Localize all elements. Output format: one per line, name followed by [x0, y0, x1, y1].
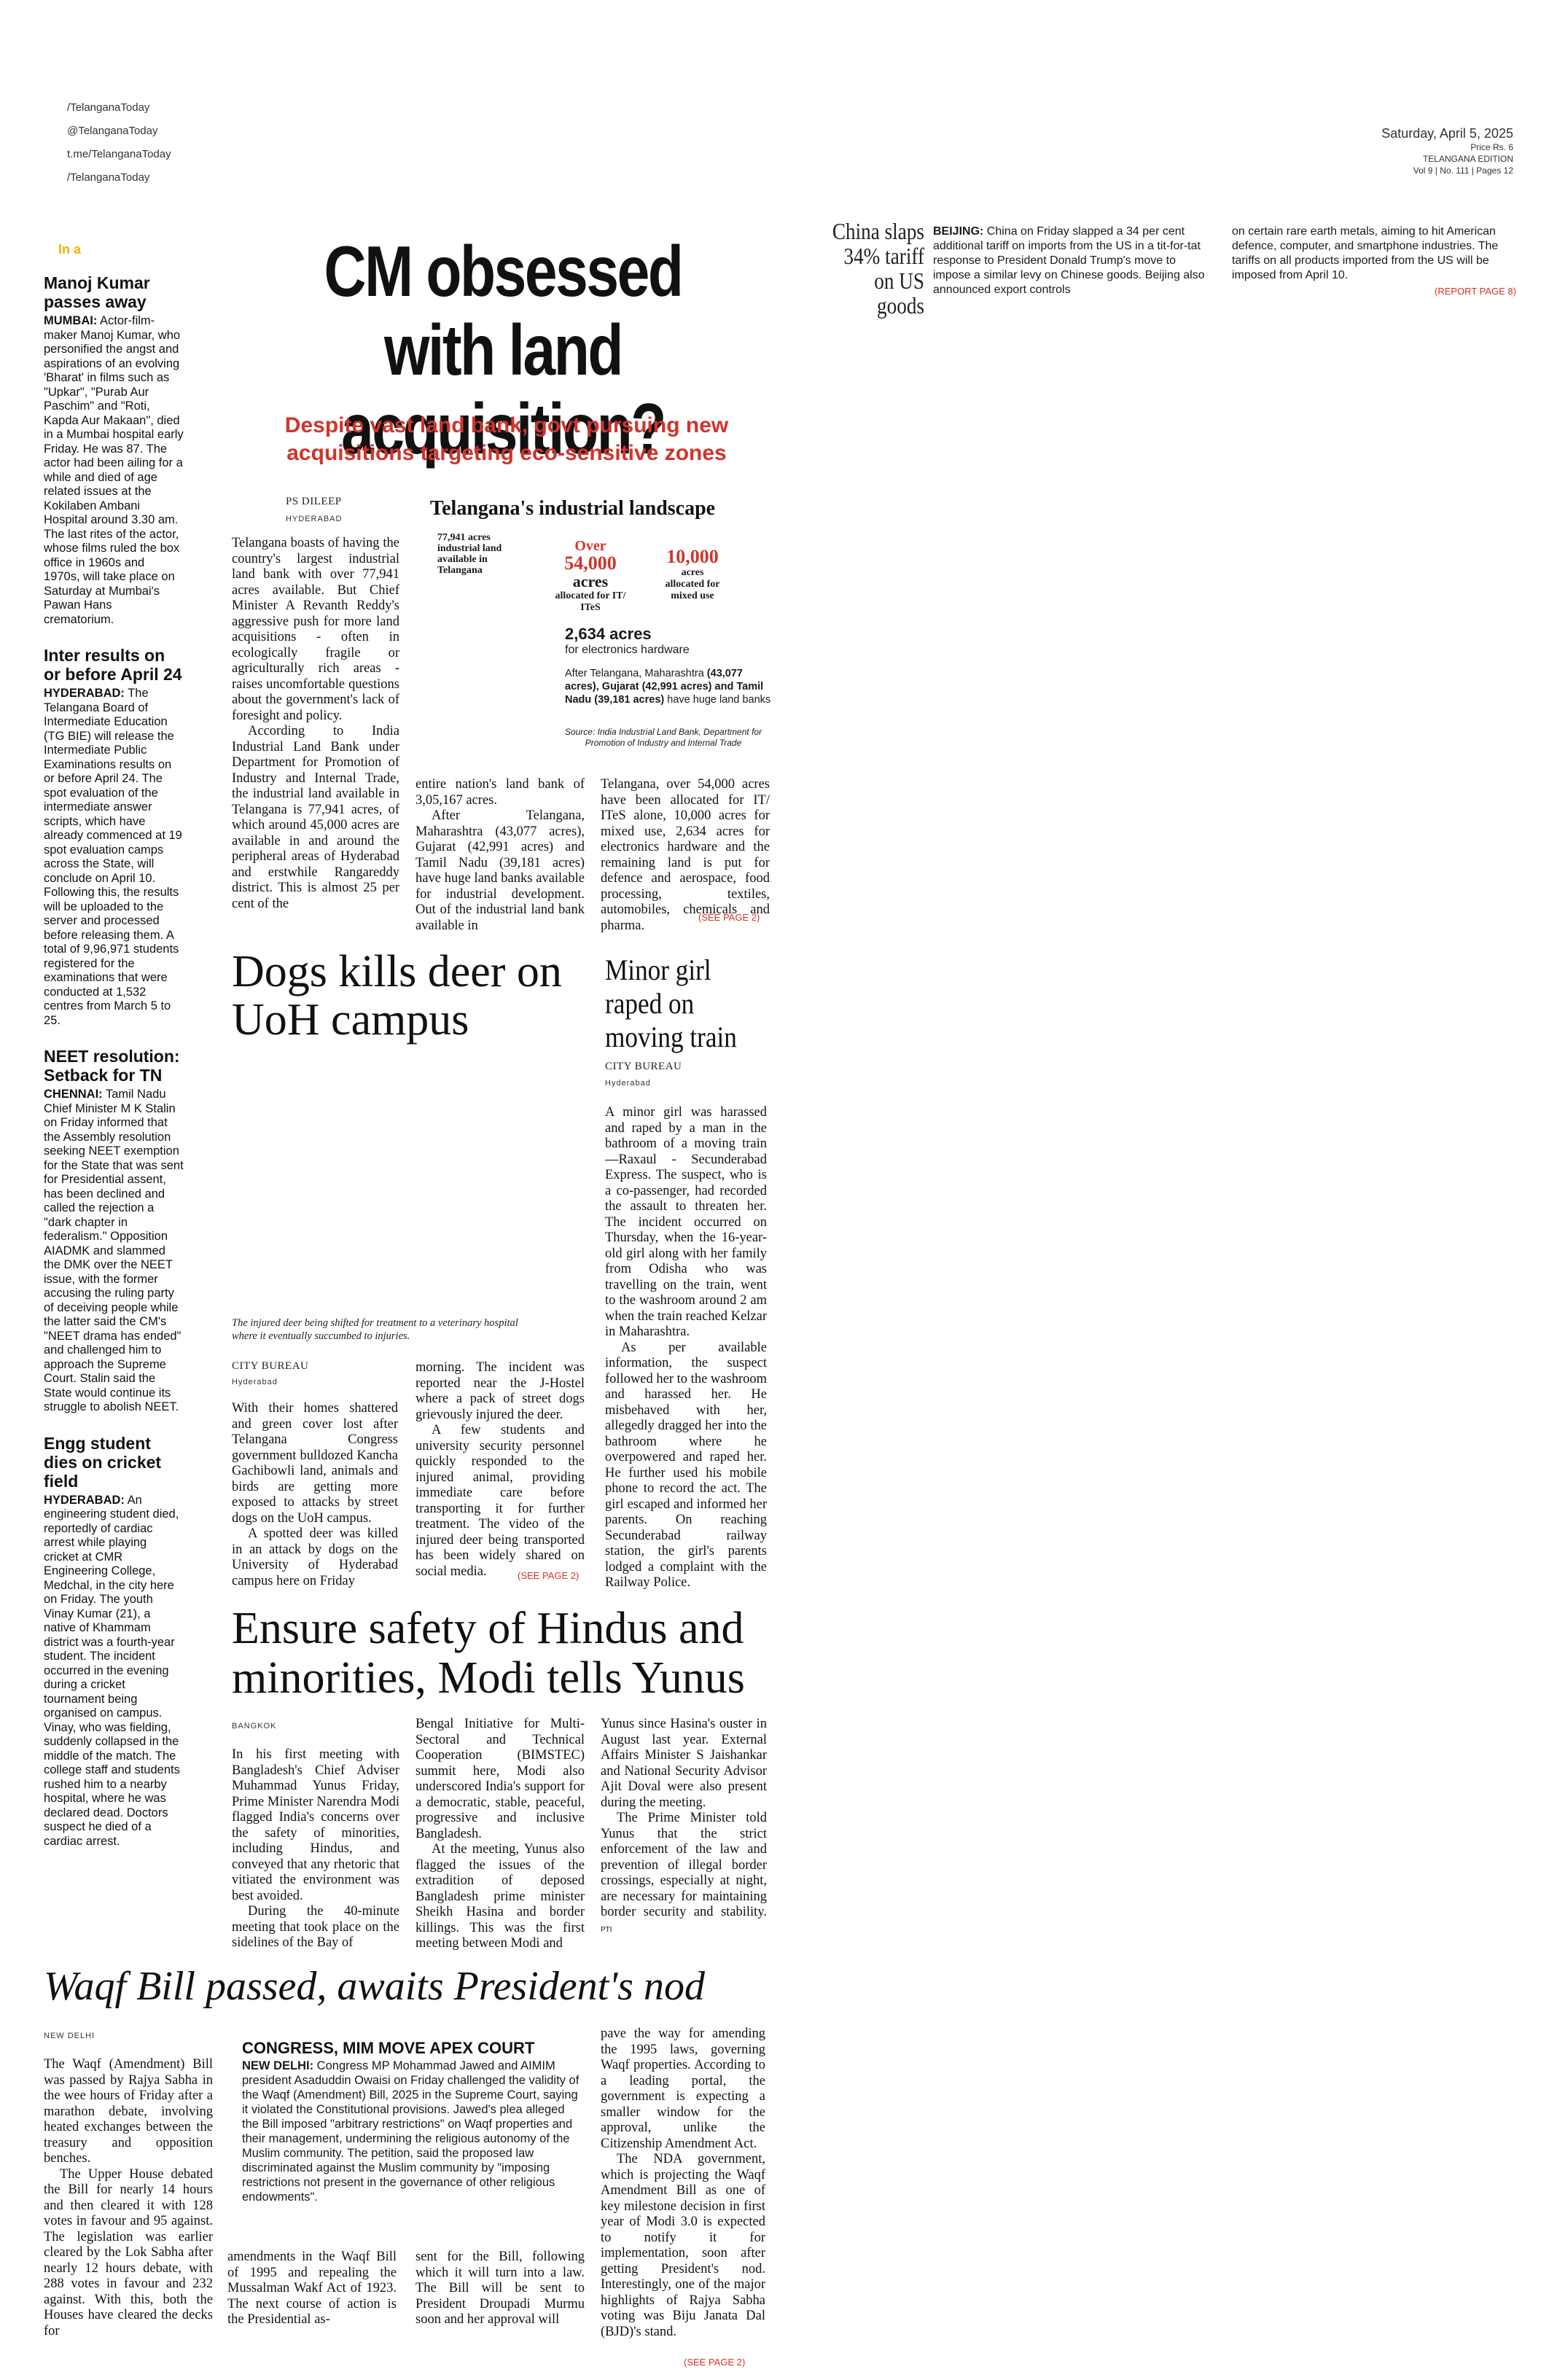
waqf-col2: amendments in the Waqf Bill of 1995 and … — [227, 2250, 397, 2327]
lead-dateline: HYDERABAD — [286, 515, 343, 523]
modi-col1: In his first meeting with Bangladesh's C… — [232, 1747, 399, 1950]
infographic-it: Over 54,000 acres allocated for IT/ ITeS — [555, 538, 626, 613]
minor-dateline: Hyderabad — [605, 1079, 651, 1088]
social-twitter[interactable]: @TelanganaToday — [67, 125, 158, 137]
waqf-col3: sent for the Bill, following which it wi… — [415, 2250, 585, 2327]
inbrief-column: Manoj Kumar passes away MUMBAI: Actor-fi… — [44, 273, 184, 1868]
waqf-box: CONGRESS, MIM MOVE APEX COURT NEW DELHI:… — [242, 2038, 585, 2204]
dogs-see[interactable]: (SEE PAGE 2) — [518, 1570, 580, 1581]
china-col1-text: China on Friday slapped a 34 per cent ad… — [933, 225, 1205, 296]
china-col2-text: on certain rare earth metals, aiming to … — [1232, 225, 1499, 281]
brief-neet: NEET resolution: Setback for TN CHENNAI:… — [44, 1047, 184, 1415]
infographic-mixed: 10,000 acres allocated for mixed use — [665, 546, 720, 602]
infographic-title: Telangana's industrial landscape — [430, 497, 716, 520]
lead-col2: entire nation's land bank of 3,05,167 ac… — [415, 777, 585, 933]
waqf-dateline: NEW DELHI — [44, 2032, 95, 2040]
dogs-headline: Dogs kills deer on UoH campus — [232, 947, 562, 1045]
volume-info: Vol 9 | No. 111 | Pages 12 — [1413, 165, 1513, 176]
social-instagram[interactable]: /TelanganaToday — [67, 171, 150, 184]
minor-byline: CITY BUREAU — [605, 1061, 682, 1072]
waqf-col1: The Waqf (Amendment) Bill was passed by … — [44, 2057, 213, 2338]
brief-title: NEET resolution: Setback for TN — [44, 1047, 180, 1085]
dogs-dateline: Hyderabad — [232, 1378, 278, 1386]
lead-col3: Telangana, over 54,000 acres have been a… — [601, 777, 770, 933]
lead-headline: CM obsessed with land acquisition? — [324, 231, 684, 469]
china-see[interactable]: (REPORT PAGE 8) — [1435, 286, 1516, 297]
infographic-source: Source: India Industrial Land Bank, Depa… — [564, 727, 762, 748]
lead-see[interactable]: (SEE PAGE 2) — [698, 912, 760, 923]
dogs-caption: The injured deer being shifted for treat… — [232, 1317, 518, 1342]
waqf-col4: pave the way for amending the 1995 laws,… — [601, 2026, 765, 2339]
edition: TELANGANA EDITION — [1422, 154, 1513, 164]
modi-col3: Yunus since Hasina's ouster in August la… — [601, 1717, 767, 1934]
brief-body: HYDERABAD: The Telangana Board of Interm… — [44, 687, 182, 1027]
lead-byline: PS DILEEP — [286, 496, 342, 507]
social-facebook[interactable]: /TelanganaToday — [67, 101, 150, 114]
dogs-col2: morning. The incident was reported near … — [415, 1360, 585, 1579]
brief-title: Engg student dies on cricket field — [44, 1433, 162, 1491]
modi-headline: Ensure safety of Hindus and minorities, … — [232, 1604, 745, 1703]
china-col2: on certain rare earth metals, aiming to … — [1232, 225, 1513, 283]
infographic-total: 77,941 acres industrial land available i… — [437, 532, 502, 576]
price: Price Rs. 6 — [1470, 142, 1513, 152]
social-telegram[interactable]: t.me/TelanganaToday — [67, 148, 171, 160]
infographic: Telangana's industrial landscape 77,941 … — [423, 496, 787, 762]
brief-title: Manoj Kumar passes away — [44, 273, 150, 311]
modi-credit: PTI — [601, 1925, 612, 1934]
brief-body: HYDERABAD: An engineering student died, … — [44, 1493, 180, 1848]
brief-manoj: Manoj Kumar passes away MUMBAI: Actor-fi… — [44, 273, 184, 627]
minor-headline: Minor girl raped on moving train — [605, 953, 737, 1053]
lead-col1: Telangana boasts of having the country's… — [232, 536, 399, 911]
dogs-col1: With their homes shattered and green cov… — [232, 1401, 398, 1588]
waqf-see[interactable]: (SEE PAGE 2) — [684, 2357, 746, 2368]
waqf-headline: Waqf Bill passed, awaits President's nod — [44, 1964, 705, 2009]
deer-photo — [232, 1057, 585, 1308]
masthead-info: Saturday, April 5, 2025 Price Rs. 6 TELA… — [1222, 125, 1513, 176]
infographic-states: After Telangana, Maharashtra (43,077 acr… — [565, 668, 771, 706]
waqf-box-body: Congress MP Mohammad Jawed and AIMIM pre… — [242, 2059, 580, 2204]
social-links: /TelanganaToday @TelanganaToday t.me/Tel… — [67, 96, 286, 190]
minor-body: A minor girl was harassed and raped by a… — [605, 1105, 767, 1590]
lead-deck: Despite vast land bank, govt pursuing ne… — [284, 413, 729, 465]
brief-body: CHENNAI: Tamil Nadu Chief Minister M K S… — [44, 1088, 184, 1413]
waqf-box-lead: NEW DELHI: — [242, 2059, 314, 2072]
modi-col2: Bengal Initiative for Multi-Sectoral and… — [415, 1717, 585, 1951]
inbrief-tag: In a — [58, 242, 82, 257]
brief-inter: Inter results on or before April 24 HYDE… — [44, 646, 184, 1028]
china-lead: BEIJING: — [933, 225, 984, 238]
brief-body: MUMBAI: Actor-film-maker Manoj Kumar, wh… — [44, 314, 184, 626]
brief-engg: Engg student dies on cricket field HYDER… — [44, 1434, 184, 1849]
issue-date: Saturday, April 5, 2025 — [1381, 126, 1513, 141]
infographic-elec: 2,634 acres for electronics hardware — [565, 625, 690, 656]
china-col1: BEIJING: China on Friday slapped a 34 pe… — [933, 225, 1211, 297]
modi-dateline: BANGKOK — [232, 1722, 277, 1731]
china-headline: China slaps 34% tariff on US goods — [832, 218, 924, 319]
waqf-box-title: CONGRESS, MIM MOVE APEX COURT — [242, 2039, 535, 2057]
brief-title: Inter results on or before April 24 — [44, 646, 182, 684]
dogs-byline: CITY BUREAU — [232, 1360, 309, 1372]
